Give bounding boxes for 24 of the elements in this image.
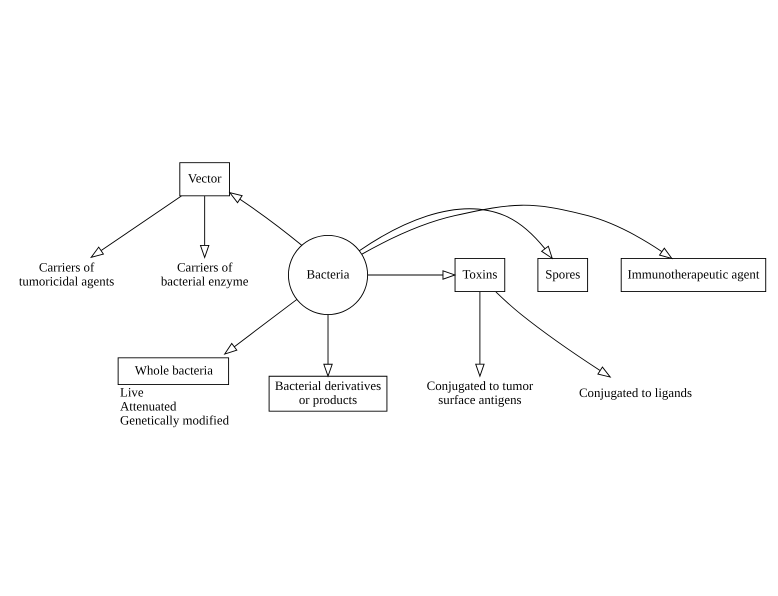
arrow — [224, 299, 298, 355]
node-label: Genetically modified — [120, 413, 230, 428]
arrow — [475, 291, 485, 378]
node-circle: Bacteria — [288, 234, 368, 316]
node-box: Bacterial derivatives or products — [268, 376, 388, 412]
node-text: Conjugated to tumor surface antigens — [426, 379, 534, 408]
node-text: Carriers of tumoricidal agents — [18, 260, 114, 288]
node-box: Toxins — [454, 258, 506, 292]
node-label: Attenuated — [120, 399, 176, 414]
arrow — [359, 208, 554, 260]
arrow — [495, 291, 612, 378]
node-box: Vector — [179, 162, 230, 196]
node-text: Carriers of bacterial enzyme — [160, 260, 248, 288]
arrow — [200, 196, 210, 259]
arrow — [361, 204, 673, 260]
node-text: Conjugated to ligands — [578, 386, 692, 400]
arrow — [367, 270, 456, 280]
node-box: Immunotherapeutic agent — [620, 258, 766, 292]
node-box: Spores — [537, 258, 588, 292]
node-box: Whole bacteria — [118, 357, 230, 385]
arrow — [90, 195, 182, 258]
node-label: Live — [120, 386, 144, 400]
arrow — [228, 192, 302, 246]
arrow — [323, 314, 333, 378]
